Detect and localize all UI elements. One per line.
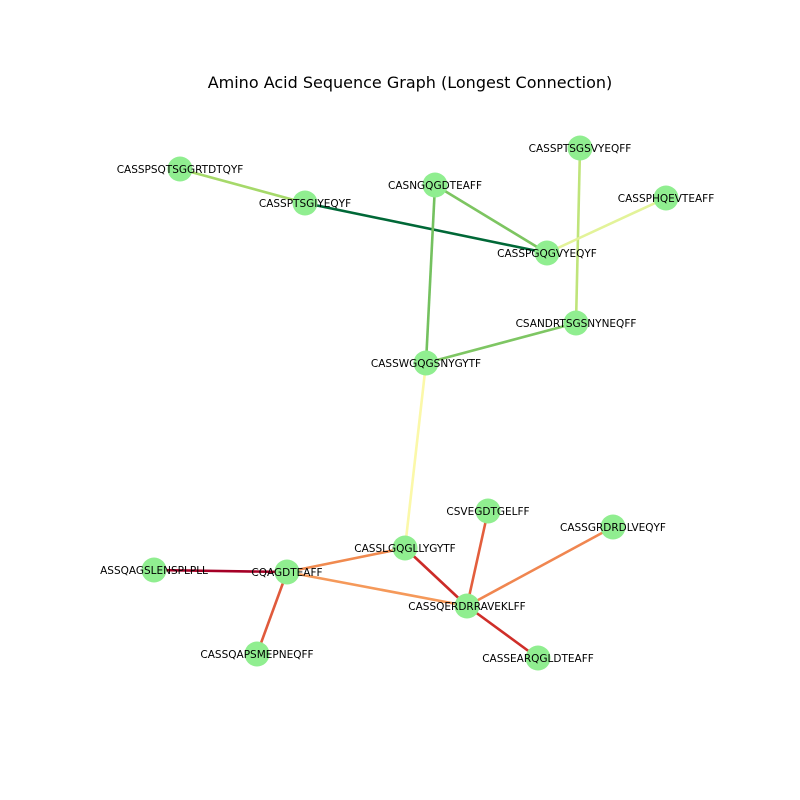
node-label-casspgqgvyeqyf: CASSPGQGVYEQYF xyxy=(497,248,597,260)
node-cassqapsmepneqff xyxy=(244,641,270,667)
node-casswgqgsnygytf xyxy=(413,350,439,376)
edge-casngqgdteaff-casswgqgsnygytf xyxy=(424,184,437,364)
nodes-layer xyxy=(141,135,679,671)
labels-layer: CASSPSQTSGGRTDTQYF CASSPTSGIYEQYF CASNGQGD… xyxy=(100,143,714,665)
node-label-csandrtsgsnyneqff: CSANDRTSGSNYNEQFF xyxy=(516,318,637,330)
node-cqagdteaff xyxy=(274,559,300,585)
node-label-casswgqgsnygytf: CASSWGQGSNYGYTF xyxy=(371,358,481,370)
edge-csandrtsgsnyneqff-casswgqgsnygytf xyxy=(425,321,577,365)
node-label-assqagslensplpll: ASSQAGSLENSPLPLL xyxy=(100,565,208,577)
edge-cassqerdrraveklff-cassearqgldteaff xyxy=(466,604,539,660)
edge-casswgqgsnygytf-casslgqgllygytf xyxy=(403,362,428,549)
edge-cqagdteaff-cassqerdrraveklff xyxy=(286,570,468,608)
node-casspgqgvyeqyf xyxy=(534,240,560,266)
edge-casslgqgllygytf-cassqerdrraveklff xyxy=(404,547,468,607)
node-label-cassgrdrdlveqyf: CASSGRDRDLVEQYF xyxy=(560,522,666,534)
node-label-casngqgdteaff: CASNGQGDTEAFF xyxy=(388,180,482,192)
edge-csvegdtgelff-cassqerdrraveklff xyxy=(465,510,490,607)
node-cassearqgldteaff xyxy=(525,645,551,671)
node-label-cassearqgldteaff: CASSEARQGLDTEAFF xyxy=(482,653,594,665)
node-cassqerdrraveklff xyxy=(454,593,480,619)
edge-cassgrdrdlveqyf-cassqerdrraveklff xyxy=(466,525,614,608)
node-label-cassptsgiyeqyf: CASSPTSGIYEQYF xyxy=(259,198,351,210)
edge-cassptsgsvyeqff-csandrtsgsnyneqff xyxy=(574,147,582,324)
node-cassptsgsvyeqff xyxy=(567,135,593,161)
node-cassptsgiyeqyf xyxy=(292,190,318,216)
node-label-csvegdtgelff: CSVEGDTGELFF xyxy=(446,506,529,518)
node-label-casslgqgllygytf: CASSLGQGLLYGYTF xyxy=(354,543,455,555)
node-assqagslensplpll xyxy=(141,557,167,583)
edge-cqagdteaff-cassqapsmepneqff xyxy=(255,571,289,655)
node-csvegdtgelff xyxy=(475,498,501,524)
node-csandrtsgsnyneqff xyxy=(563,310,589,336)
edge-cassptsgiyeqyf-casspgqgvyeqyf xyxy=(304,201,548,255)
node-casspsqtsggrtdtqyf xyxy=(167,156,193,182)
node-casngqgdteaff xyxy=(422,172,448,198)
edge-casspsqtsggrtdtqyf-cassptsgiyeqyf xyxy=(179,167,306,205)
node-label-cassqapsmepneqff: CASSQAPSMEPNEQFF xyxy=(200,649,313,661)
node-label-cassqerdrraveklff: CASSQERDRRAVEKLFF xyxy=(408,601,525,613)
edge-assqagslensplpll-cqagdteaff xyxy=(153,568,288,574)
node-label-casspsqtsggrtdtqyf: CASSPSQTSGGRTDTQYF xyxy=(117,164,244,176)
edges-layer xyxy=(153,147,667,660)
edge-casngqgdteaff-casspgqgvyeqyf xyxy=(434,183,548,255)
node-label-cassptsgsvyeqff: CASSPTSGSVYEQFF xyxy=(529,143,632,155)
node-cassgrdrdlveqyf xyxy=(600,514,626,540)
edge-cassphqevteaff-casspgqgvyeqyf xyxy=(546,196,667,255)
node-cassphqevteaff xyxy=(653,185,679,211)
node-label-cqagdteaff: CQAGDTEAFF xyxy=(251,567,322,579)
chart-title: Amino Acid Sequence Graph (Longest Conne… xyxy=(208,73,613,92)
node-label-cassphqevteaff: CASSPHQEVTEAFF xyxy=(618,193,714,205)
edge-casslgqgllygytf-cqagdteaff xyxy=(286,546,406,574)
node-casslgqgllygytf xyxy=(392,535,418,561)
